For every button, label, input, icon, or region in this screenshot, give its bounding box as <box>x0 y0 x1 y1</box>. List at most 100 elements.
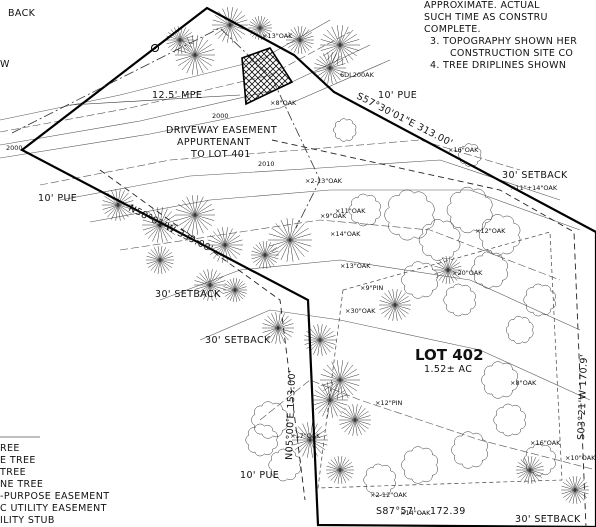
tree-canopy-spiky <box>304 324 336 356</box>
contour-line <box>159 259 581 331</box>
tree-canopy-spiky <box>175 195 215 235</box>
legend-item: E TREE <box>0 455 36 466</box>
tree-canopy-spiky <box>379 289 411 321</box>
tree-canopy-spiky <box>268 218 312 262</box>
tree-label: ×11"OAK <box>335 207 366 215</box>
setback-line-inner <box>99 169 306 501</box>
tree-canopy-spiky <box>262 312 294 344</box>
tree-label: ×14"OAK <box>330 230 361 238</box>
contour-line <box>119 219 561 281</box>
contour-line <box>0 59 391 159</box>
svg-text:3. TOPOGRAPHY SHOWN HER: 3. TOPOGRAPHY SHOWN HER <box>430 36 577 47</box>
setback-label-right: 30' SETBACK <box>502 170 568 181</box>
legend-item: TREE <box>0 467 26 478</box>
tree-canopy-cloud <box>523 443 556 477</box>
pue-label-bottom: 10' PUE <box>240 470 279 481</box>
tree-canopy-cloud <box>493 403 526 437</box>
tree-label: ×16"OAK <box>530 439 561 447</box>
survey-marker-icon <box>151 44 159 52</box>
tree-label: ×30"OAK <box>345 307 376 315</box>
lot-area: 1.52± AC <box>424 364 472 375</box>
contour-label-2000: 2000 <box>6 144 23 152</box>
tree-canopy-spiky <box>326 456 354 484</box>
tree-label: ×9"PIN <box>360 284 383 292</box>
bearing-label-bottom: S87°57'... 172.39 <box>376 506 466 517</box>
tree-canopy-cloud <box>458 143 482 167</box>
tree-label: ×20"OAK <box>452 269 483 277</box>
tree-canopy-spiky <box>146 246 174 274</box>
legend-item: -PURPOSE EASEMENT <box>0 491 109 502</box>
left-edge-label: W <box>0 59 10 70</box>
tree-canopy-spiky <box>561 476 589 504</box>
setback-label-left: 30' SETBACK <box>155 289 221 300</box>
tree-label: ×11"+14"OAK <box>510 184 558 192</box>
contour-line <box>89 189 581 231</box>
contour-line <box>259 379 596 471</box>
tree-canopy-cloud <box>481 361 518 399</box>
tree-label: ×8"OAK <box>510 379 537 387</box>
contour-line <box>39 139 521 186</box>
contour-line <box>0 44 371 146</box>
svg-text:COMPLETE.: COMPLETE. <box>424 24 481 35</box>
contour-line <box>0 31 351 133</box>
setback-line <box>271 139 587 527</box>
tree-canopy-spiky <box>320 360 360 400</box>
easement-label-line1: DRIVEWAY EASEMENT <box>166 125 277 136</box>
setback-label-mid: 30' SETBACK <box>205 335 271 346</box>
tree-label: ×13"OAK <box>262 32 293 40</box>
tree-label: ×16"OAK <box>448 146 479 154</box>
tree-canopy-spiky <box>312 382 348 418</box>
legend-item: NE TREE <box>0 479 43 490</box>
contour-line <box>199 309 591 401</box>
svg-text:SUCH TIME AS CONSTRU: SUCH TIME AS CONSTRU <box>424 12 548 23</box>
tree-canopy-cloud <box>401 261 438 299</box>
tree-canopy-spiky <box>194 269 226 301</box>
tree-canopy-spiky <box>207 227 243 263</box>
tree-labels: ×13"OAK×8"OAK×9"OAK×16"OAK×2-13"OAK×11"+… <box>262 32 596 517</box>
tree-canopy-spiky <box>248 16 272 40</box>
tree-canopy-spiky <box>314 52 346 84</box>
lot-label: LOT 402 <box>415 346 484 364</box>
contour-label-2010: 2010 <box>258 160 275 168</box>
tree-canopy-spiky <box>320 25 360 65</box>
legend-item: C UTILITY EASEMENT <box>0 503 107 514</box>
legend-item: REE <box>0 443 20 454</box>
legend-item: ILITY STUB <box>0 515 55 526</box>
tree-canopy-cloud <box>471 251 508 289</box>
tree-label: ×14"OAK <box>400 509 431 517</box>
general-notes: APPROXIMATE. ACTUAL SUCH TIME AS CONSTRU… <box>424 0 577 71</box>
tree-label: ×8"OAK <box>270 99 297 107</box>
tree-canopy-cloud <box>348 193 381 227</box>
svg-text:4. TREE DRIPLINES SHOWN: 4. TREE DRIPLINES SHOWN <box>430 60 566 71</box>
tree-canopy-spiky <box>223 278 247 302</box>
tree-canopy-cloud <box>384 189 435 241</box>
tree-canopy-spiky <box>251 241 279 269</box>
mpe-line <box>69 94 241 106</box>
tree-label: ×2-12"OAK <box>370 491 408 499</box>
tree-canopy-cloud <box>443 283 476 317</box>
bearing-label-right: S03°21'W 170.9' <box>576 354 590 440</box>
setback-label-bottom: 30' SETBACK <box>515 514 581 525</box>
tree-canopy-cloud <box>446 186 493 234</box>
wall-label: 6DL200AK <box>340 71 375 79</box>
mpe-label: 12.5' MPE <box>152 90 202 101</box>
tree-canopy-cloud <box>268 448 301 482</box>
hatched-structure <box>241 47 294 106</box>
bearing-label-mid: N05°00'E 153.00' <box>284 370 298 460</box>
svg-text:CONSTRUCTION SITE CO: CONSTRUCTION SITE CO <box>450 48 573 59</box>
tree-label: ×10"OAK <box>565 454 596 462</box>
tree-label: ×17"OAK <box>290 432 321 440</box>
tree-canopy-cloud <box>478 214 521 256</box>
tree-canopy-spiky <box>286 26 314 54</box>
tree-canopy-cloud <box>505 316 534 344</box>
tree-label: ×13"OAK <box>340 262 371 270</box>
contour-label-2000b: 2000 <box>212 112 229 120</box>
lot-boundary <box>19 6 596 527</box>
tree-canopy-cloud <box>363 463 396 497</box>
setback-label-top-left: BACK <box>8 8 36 19</box>
tree-canopy-spiky <box>434 256 462 284</box>
easement-label-line2: APPURTENANT <box>177 137 251 148</box>
tree-canopy-cloud <box>418 219 461 261</box>
tree-canopy-cloud <box>523 283 556 317</box>
